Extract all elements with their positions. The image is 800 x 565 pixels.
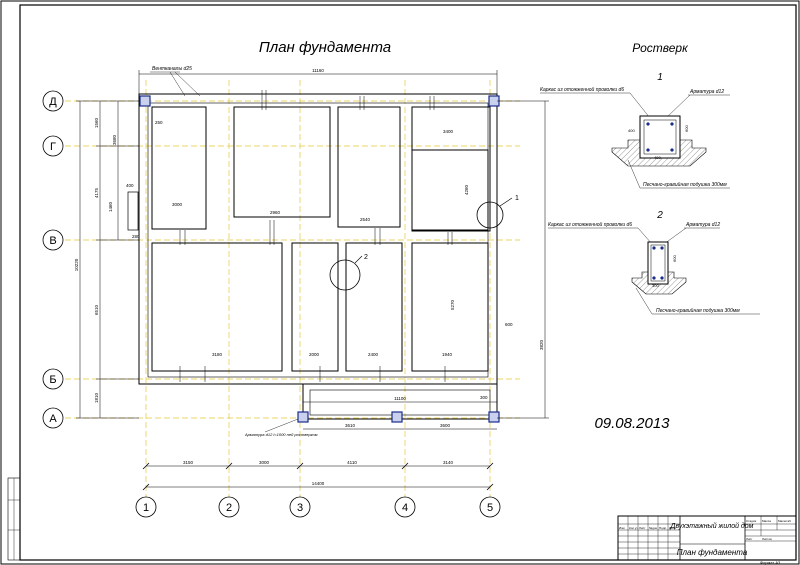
svg-text:400: 400	[654, 155, 661, 160]
tb-header-list: Лист	[639, 526, 646, 530]
dim-misc: 5270	[450, 299, 455, 310]
section-2: 2 Каркас из отожженной проволки d6 Армат…	[548, 210, 760, 315]
dim-misc: 3000	[172, 202, 183, 207]
callout-label-2: 2	[364, 254, 368, 261]
section-1: 1 Каркас из отожженной проволки d6 Армат…	[540, 72, 730, 189]
dim-bottom-overall: 14400	[312, 481, 325, 486]
sheet-inner-frame	[19, 4, 797, 561]
svg-text:600: 600	[684, 125, 689, 132]
dim-misc: 3180	[212, 352, 223, 357]
axis-label-b: Б	[49, 374, 56, 386]
tb-header-kol: Кол.уч	[629, 526, 638, 530]
pile-marker	[391, 411, 403, 423]
callout-label-1: 1	[515, 195, 519, 202]
tb-header-podp: Подп.	[659, 526, 667, 530]
dim-bottom-4: 3140	[443, 460, 454, 465]
tb-header-ndok: №док	[649, 526, 658, 530]
section-2-number: 2	[656, 210, 663, 221]
dim-misc: 280	[132, 234, 140, 239]
callout-circle-2	[329, 259, 361, 291]
dim-misc: 2540	[360, 217, 371, 222]
svg-text:400: 400	[628, 128, 635, 133]
axis-label-d: Д	[49, 96, 57, 108]
strip-tick-marks	[179, 90, 453, 382]
axis-label-3: 3	[297, 502, 303, 514]
dim-misc: 250	[155, 120, 163, 125]
title-block	[617, 515, 797, 561]
dim-right-total: 3820	[539, 339, 544, 350]
dim-left-seg-2: 4175	[94, 187, 99, 198]
tb-project: Двухэтажный жилой дом	[670, 522, 754, 530]
pile-marker	[297, 411, 309, 423]
dim-strip-bottom-1: 3610	[345, 423, 356, 428]
section-2-cushion: Песчано-гравийная подушка 300мм	[656, 307, 740, 314]
tb-format: Формат А3	[760, 560, 781, 565]
dim-misc: 2960	[270, 210, 281, 215]
section-2-frame-note: Каркас из отожженной проволки d6	[548, 221, 632, 228]
vent-note: Вентканалы d25	[152, 66, 192, 72]
tb-header-data: Дата	[669, 526, 676, 530]
callout-circle-1	[476, 201, 504, 229]
axis-label-1: 1	[143, 502, 149, 514]
tb-stage: Стадия	[746, 519, 757, 523]
tb-drawing-name: План фундамента	[677, 548, 748, 557]
axis-label-4: 4	[402, 502, 408, 514]
dimension-ticks	[142, 462, 494, 491]
section-1-cushion: Песчано-гравийная подушка 300мм	[643, 181, 727, 188]
dim-misc: 400	[126, 183, 134, 188]
dim-left-inner-2: 1810	[94, 392, 99, 403]
tb-scale: Масштаб	[778, 519, 791, 523]
dim-bottom-3: 4110	[347, 460, 357, 465]
axis-number-bubbles: 1 2 3 4 5	[135, 496, 501, 518]
axis-label-2: 2	[226, 502, 232, 514]
dim-misc: 3400	[443, 129, 454, 134]
pile-marker	[139, 95, 151, 107]
tb-sheets: Листов	[762, 537, 772, 541]
pile-marker	[488, 411, 500, 423]
section-2-rebar: Арматура d12	[685, 222, 720, 228]
dim-left-total: 10220	[74, 258, 79, 271]
dimension-lines	[76, 70, 549, 488]
piles	[139, 95, 500, 423]
section-1-frame-note: Каркас из отожженной проволки d6	[540, 86, 624, 93]
section-1-rebar: Арматура d12	[689, 89, 724, 95]
drawing-date: 09.08.2013	[594, 415, 670, 432]
dim-left-inner-1: 3680	[112, 134, 117, 145]
section-1-number: 1	[657, 72, 663, 83]
dim-misc: 4260	[464, 184, 469, 195]
dim-misc: 1460	[108, 201, 113, 212]
axis-letter-bubbles: Д Г В Б А	[42, 90, 64, 429]
dim-misc: 600	[505, 322, 513, 327]
axis-label-5: 5	[487, 502, 493, 514]
dim-left-seg-3: 6510	[94, 304, 99, 315]
dim-bottom-2: 3000	[259, 460, 270, 465]
drawing-title: План фундамента	[259, 39, 391, 56]
dim-misc: 300	[480, 395, 488, 400]
dim-misc: 1940	[442, 352, 453, 357]
dim-strip-bottom-2: 3600	[440, 423, 451, 428]
axis-label-a: А	[49, 413, 57, 425]
rostverk-title: Ростверк	[632, 41, 689, 55]
rebar-note: Арматура d12 l=1000 ней ростверком	[244, 432, 318, 437]
tb-mass: Масса	[762, 519, 771, 523]
tb-sheet: Лист	[746, 537, 753, 541]
axis-label-g: Г	[50, 141, 56, 153]
dim-strip-top: 11100	[394, 396, 406, 401]
dim-misc: 2000	[309, 352, 320, 357]
axis-grid	[65, 80, 520, 500]
svg-text:600: 600	[672, 255, 677, 262]
dim-bottom-1: 3150	[183, 460, 194, 465]
dim-top-overall: 11160	[312, 68, 324, 73]
tb-header-izm: Изм	[619, 526, 625, 530]
dim-left-seg-1: 1560	[94, 117, 99, 128]
dim-misc: 2400	[368, 352, 379, 357]
svg-text:300: 300	[652, 283, 659, 288]
axis-label-v: В	[49, 235, 56, 247]
foundation-plan	[127, 93, 498, 420]
